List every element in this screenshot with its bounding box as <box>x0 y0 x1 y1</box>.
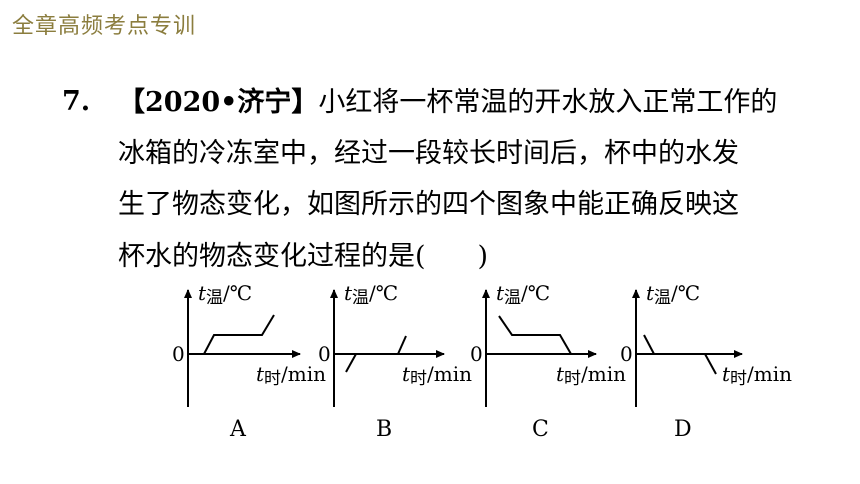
question-line-3: 生了物态变化，如图所示的四个图象中能正确反映这 <box>118 189 739 220</box>
graph-a-x-label: t时/min <box>256 362 326 389</box>
graph-d-option-label: D <box>674 417 692 442</box>
graph-a-origin: 0 <box>172 342 185 366</box>
graph-d-segment-1 <box>643 334 655 355</box>
graph-d-y-label: t温/℃ <box>646 281 700 308</box>
graph-a-option-label: A <box>229 417 247 442</box>
question-line-2: 冰箱的冷冻室中，经过一段较长时间后，杯中的水发 <box>118 138 739 169</box>
question-text-1: 小红将一杯常温的开水放入正常工作的 <box>318 87 778 118</box>
graph-c[interactable]: 0 t温/℃ t时/min C <box>470 281 626 442</box>
graph-c-option-label: C <box>532 417 549 442</box>
graph-c-curve <box>498 315 572 355</box>
question-line-4: 杯水的物态变化过程的是() <box>118 240 488 274</box>
graph-c-origin: 0 <box>470 342 483 366</box>
graph-b-origin: 0 <box>318 342 331 366</box>
graph-b-x-label: t时/min <box>402 362 472 389</box>
question-number: 7. <box>62 86 91 117</box>
graph-d-origin: 0 <box>620 342 633 366</box>
graph-c-x-label: t时/min <box>556 362 626 389</box>
graph-a-curve <box>203 314 275 355</box>
graph-a[interactable]: 0 t温/℃ t时/min A <box>172 281 326 442</box>
graph-d-segment-3 <box>704 353 717 375</box>
graph-a-y-label: t温/℃ <box>198 281 252 308</box>
page-header: 全章高频考点专训 <box>12 14 197 39</box>
question-text-4: 杯水的物态变化过程的是( <box>118 241 426 272</box>
graph-d[interactable]: 0 t温/℃ t时/min D <box>620 281 792 442</box>
graph-b-segment-3 <box>397 335 407 355</box>
graph-b-y-label: t温/℃ <box>344 281 398 308</box>
graph-b[interactable]: 0 t温/℃ t时/min B <box>318 281 472 442</box>
graph-b-option-label: B <box>376 417 392 442</box>
option-graphs: 0 t温/℃ t时/min A 0 t温/℃ t时/min B 0 t温/℃ t… <box>172 281 792 442</box>
source-tag: 【2020•济宁】 <box>118 87 319 118</box>
question-line-1: 【2020•济宁】小红将一杯常温的开水放入正常工作的 <box>118 86 777 120</box>
graph-c-y-label: t温/℃ <box>496 281 550 308</box>
graph-b-segment-1 <box>345 353 357 373</box>
graph-d-x-label: t时/min <box>722 362 792 389</box>
close-paren: ) <box>477 241 489 272</box>
